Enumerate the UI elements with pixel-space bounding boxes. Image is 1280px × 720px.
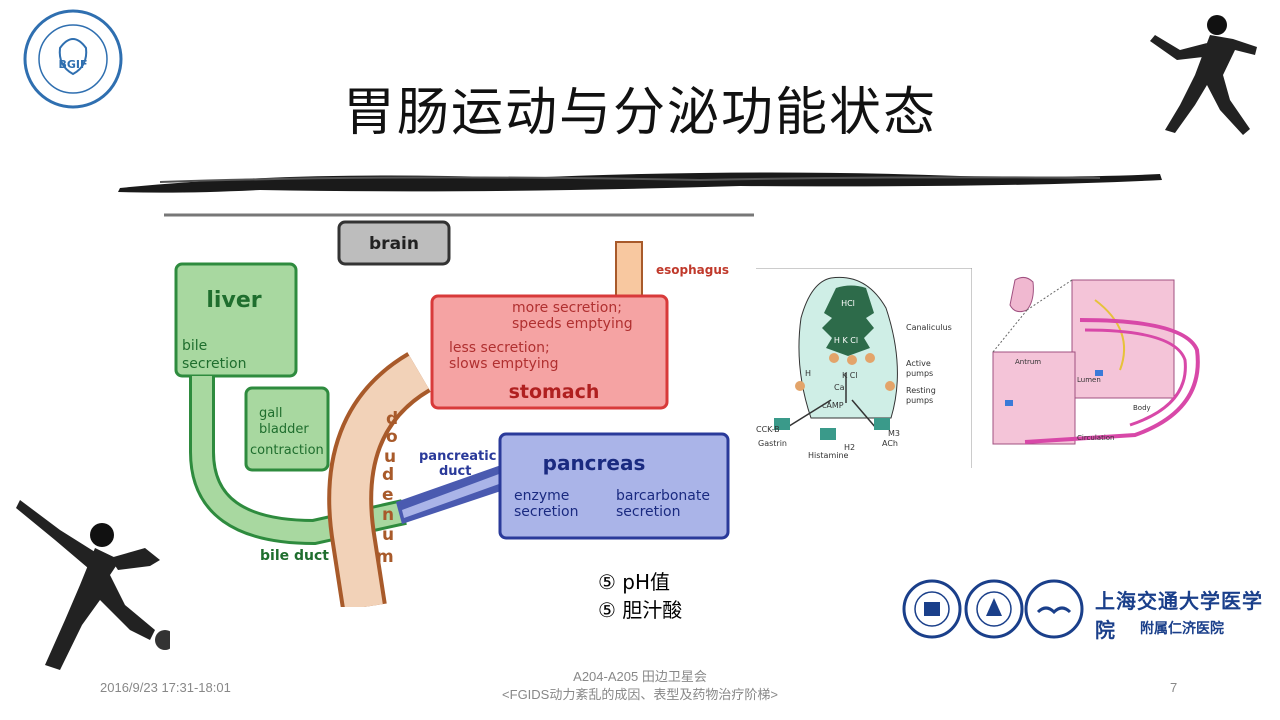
duodenum-n: n [382, 505, 394, 525]
ach-label: ACh [882, 439, 898, 448]
gall-line2: bladder [259, 422, 309, 437]
duodenum-d2: d [382, 465, 394, 485]
circulation-label: Circulation [1077, 434, 1115, 442]
gastric-gland-diagram: Antrum Lumen Body Circulation [992, 276, 1200, 445]
bile-duct-label: bile duct [260, 548, 329, 564]
brain-box [337, 220, 451, 266]
duodenum-d1: d [386, 409, 398, 429]
h-label: H [805, 369, 811, 378]
resting-pumps-line2: pumps [906, 396, 933, 405]
svg-text:BGIF: BGIF [58, 58, 87, 71]
duodenum-o: o [386, 427, 398, 447]
camp-label: cAMP [822, 401, 844, 410]
slide-title: 胃肠运动与分泌功能状态 [342, 83, 937, 143]
bile-line2: secretion [182, 356, 246, 372]
forum-logo: BGIF [23, 9, 123, 109]
canaliculus-label: Canaliculus [906, 323, 952, 332]
duodenum-e: e [382, 485, 394, 505]
kcl-label: K Cl [842, 371, 858, 380]
bile-line1: bile [182, 338, 207, 354]
active-pumps-line2: pumps [906, 369, 933, 378]
gall-bladder-box [244, 386, 330, 472]
gall-line1: gall [259, 406, 282, 421]
footer-page-number: 7 [1170, 680, 1178, 695]
stomach-label: stomach [509, 381, 600, 403]
university-seals [902, 579, 1084, 639]
antrum-label: Antrum [1015, 358, 1041, 366]
gastrin-label: Gastrin [758, 439, 787, 448]
gall-line3: contraction [250, 443, 324, 458]
duodenum-u1: u [384, 447, 396, 467]
m3-label: M3 [888, 429, 900, 438]
pancreatic-duct-line1: pancreatic [419, 449, 496, 464]
stomach-box [430, 294, 669, 410]
duodenum-u2: u [382, 525, 394, 545]
bicarb-line2: secretion [616, 504, 680, 520]
hospital-subname: 附属仁济医院 [1140, 621, 1224, 637]
pancreas-label: pancreas [543, 451, 646, 475]
footer-center: A204-A205 田边卫星会 <FGIDS动力紊乱的成因、表型及药物治疗阶梯> [440, 668, 840, 704]
runner-silhouette-icon [1150, 15, 1257, 135]
pancreas-box [498, 432, 730, 540]
resting-pumps-line1: Resting [906, 386, 936, 395]
liver-label: liver [206, 288, 261, 313]
duodenum-m: m [376, 547, 394, 567]
h2-label: H2 [844, 443, 855, 452]
active-pumps-line1: Active [906, 359, 931, 368]
seal-3-icon [1024, 579, 1084, 639]
bullet-list: ⑤ pH值 ⑤ 胆汁酸 [598, 568, 682, 624]
ca-label: Ca [834, 383, 845, 392]
histamine-label: Histamine [808, 451, 849, 460]
hcl-label: HCl [841, 299, 855, 308]
footer-line2: <FGIDS动力紊乱的成因、表型及药物治疗阶梯> [502, 687, 778, 702]
body-label: Body [1133, 404, 1151, 412]
esophagus-label: esophagus [656, 263, 729, 277]
lumen-label: Lumen [1077, 376, 1101, 384]
esophagus-tube [615, 241, 643, 299]
soccer-player-silhouette-icon [16, 500, 170, 670]
parietal-cell-diagram: HCl H K Cl Canaliculus Active pumps H K … [756, 268, 972, 468]
hospital-name: 上海交通大学医学院 [1095, 589, 1263, 642]
digestive-control-diagram: brain liver bile secretion gall bladder … [164, 213, 754, 607]
footer-date: 2016/9/23 17:31-18:01 [100, 680, 231, 695]
enzyme-line2: secretion [514, 504, 578, 520]
stomach-less-line2: slows emptying [449, 356, 559, 372]
cckb-label: CCK-B [756, 425, 780, 434]
liver-box [174, 262, 298, 378]
footer-line1: A204-A205 田边卫星会 [573, 669, 707, 684]
hkcl-label: H K Cl [834, 336, 858, 345]
stomach-more-line1: more secretion; [512, 300, 622, 316]
bullet-ph: ⑤ pH值 [598, 570, 671, 594]
bullet-bile-acid: ⑤ 胆汁酸 [598, 598, 683, 622]
brush-divider [118, 172, 1162, 193]
pancreatic-duct-line2: duct [439, 464, 471, 479]
stomach-less-line1: less secretion; [449, 340, 550, 356]
bicarb-line1: barcarbonate [616, 488, 710, 504]
brain-label: brain [369, 234, 419, 254]
enzyme-line1: enzyme [514, 488, 569, 504]
stomach-more-line2: speeds emptying [512, 316, 633, 332]
